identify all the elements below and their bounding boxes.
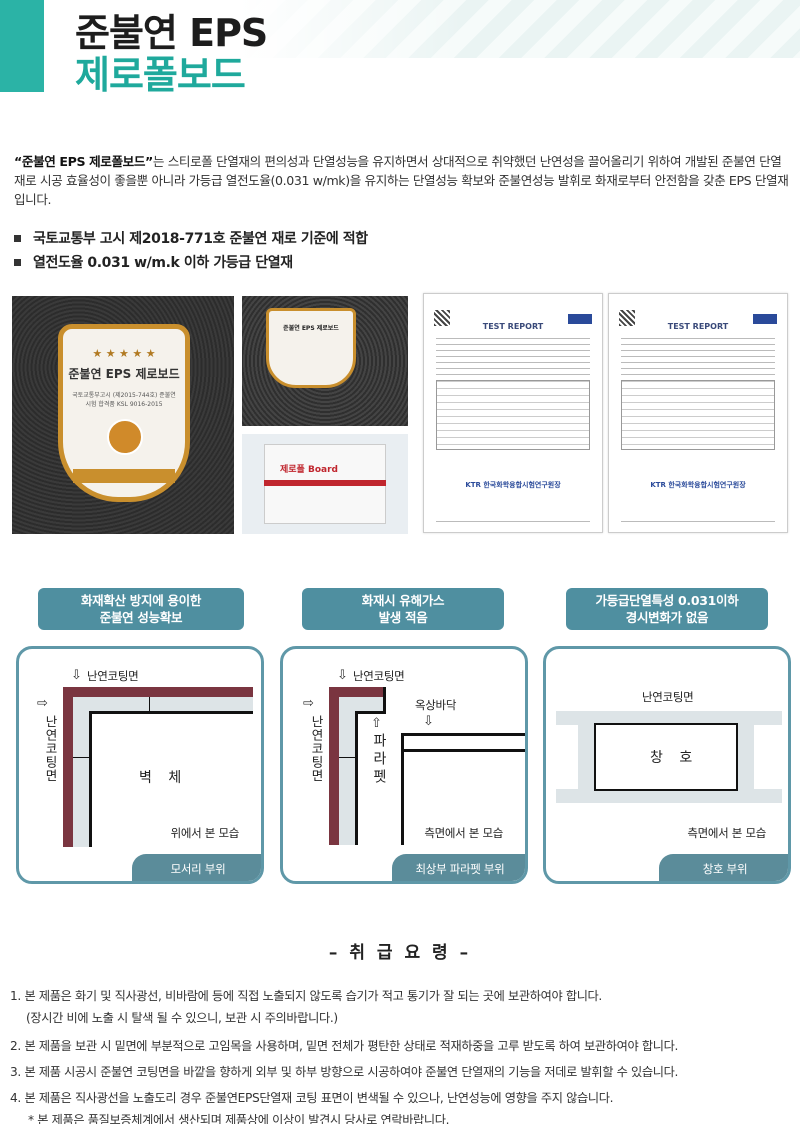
report-title: TEST REPORT [482,322,544,331]
arrow-down-icon: ⇩ [71,668,82,683]
guide-item: 2. 본 제품을 보관 시 밑면에 부분적으로 고임목을 사용하며, 밑면 전체… [10,1039,678,1053]
window-label: 창 호 [650,750,699,766]
square-bullet-icon [14,234,21,242]
qr-code-icon [619,310,635,326]
guide-item: 1. 본 제품은 화기 및 직사광선, 비바람에 등에 직접 노출되지 않도록 … [10,989,602,1003]
arrow-down-icon: ⇩ [423,714,434,729]
title-line-1: 준불연 EPS [75,11,268,55]
tag-window: 창호 부위 [659,854,788,881]
parapet-label: 파라펫 [371,733,387,787]
panel-window: 난연코팅면 창 호 측면에서 본 모습 창호 부위 [543,646,791,884]
view-caption: 위에서 본 모습 [170,826,240,840]
kolas-logo-icon [568,314,592,324]
side-coating-label: 난연코팅면 [309,715,324,783]
badge-subtitle: 국토교통부고시 (제2015-744호) 준불연 시험 합격품 KSL 9016… [72,392,176,408]
mini-badge: 준불연 EPS 제로보드 [266,308,356,388]
window-frame [594,723,738,791]
bullet-list: 국토교통부 고시 제2018-771호 준불연 재로 기준에 적합 열전도율 0… [14,226,368,274]
guide-item-note: (장시간 비에 노출 시 탈색 될 수 있으니, 보관 시 주의바랍니다.) [26,1011,338,1025]
guide-item: 3. 본 제품 시공시 준불연 코팅면을 바깥을 향하게 외부 및 하부 방향으… [10,1065,678,1079]
bullet-item: 열전도율 0.031 w/m.k 이하 가등급 단열재 [14,250,368,274]
stars-icon: ★ ★ ★ ★ ★ [92,347,156,360]
roof-floor-label: 옥상바닥 [415,698,457,712]
test-report-2: TEST REPORT KTR 한국화학융합시험연구원장 [608,293,788,533]
side-coating-label: 난연코팅면 [43,715,58,783]
ribbon-icon [73,469,175,483]
intro-description: 는 스티로폴 단열재의 편의성과 단열성능을 유지하면서 상대적으로 취약했던 … [14,154,789,207]
arrow-right-icon: ⇨ [303,696,314,711]
tag-parapet: 최상부 파라펫 부위 [392,854,525,881]
seal-icon [107,419,143,455]
product-box-photo: 준불연 EPS 제로보드 [242,296,408,426]
guide-item: 4. 본 제품은 직사광선을 노출도리 경우 준불연EPS단열재 코팅 표면이 … [10,1091,614,1105]
guide-item-footnote: * 본 제품은 품질보증체계에서 생산되며 제품상에 이상이 발견시 당사로 연… [28,1113,450,1124]
shield-badge: ★ ★ ★ ★ ★ 준불연 EPS 제로보드 국토교통부고시 (제2015-74… [58,324,190,502]
arrow-down-icon: ⇩ [337,668,348,683]
arrow-right-icon: ⇨ [37,696,48,711]
title-line-2: 제로폴보드 [75,53,246,97]
report-issuer: KTR 한국화학융합시험연구원장 [650,481,746,489]
top-coating-label: 난연코팅면 [87,669,139,683]
intro-paragraph: “준불연 EPS 제로폴보드”는 스티로폴 단열재의 편의성과 단열성능을 유지… [14,152,790,209]
package-brand: 제로폴 Board [280,465,338,475]
bullet-item: 국토교통부 고시 제2018-771호 준불연 재로 기준에 적합 [14,226,368,250]
report-issuer: KTR 한국화학융합시험연구원장 [465,481,561,489]
coating-label: 난연코팅면 [642,690,694,704]
panel-parapet: ⇩ 난연코팅면 ⇨ 난연코팅면 ⇧ 파라펫 옥상바닥 ⇩ 측면에서 본 모습 최… [280,646,528,884]
arrow-up-icon: ⇧ [371,716,382,731]
panel-corner: ⇩ 난연코팅면 ⇨ 난연코팅면 벽 체 위에서 본 모습 모서리 부위 [16,646,264,884]
badge-photo: ★ ★ ★ ★ ★ 준불연 EPS 제로보드 국토교통부고시 (제2015-74… [12,296,234,534]
kolas-logo-icon [753,314,777,324]
top-coating-label: 난연코팅면 [353,669,405,683]
view-caption: 측면에서 본 모습 [424,826,503,840]
test-report-1: TEST REPORT KTR 한국화학융합시험연구원장 [423,293,603,533]
report-title: TEST REPORT [667,322,729,331]
view-caption: 측면에서 본 모습 [687,826,766,840]
square-bullet-icon [14,258,21,266]
tag-corner: 모서리 부위 [132,854,261,881]
handling-guide-title: – 취 급 요 령 – [328,943,472,963]
wall-label: 벽 체 [139,770,188,786]
header: 준불연 EPS 제로폴보드 [0,0,800,97]
product-name: “준불연 EPS 제로폴보드” [14,154,153,169]
report-table [621,380,775,450]
badge-title: 준불연 EPS 제로보드 [68,367,180,381]
accent-bar [0,0,44,92]
package-photo: 제로폴 Board [242,434,408,534]
qr-code-icon [434,310,450,326]
report-table [436,380,590,450]
